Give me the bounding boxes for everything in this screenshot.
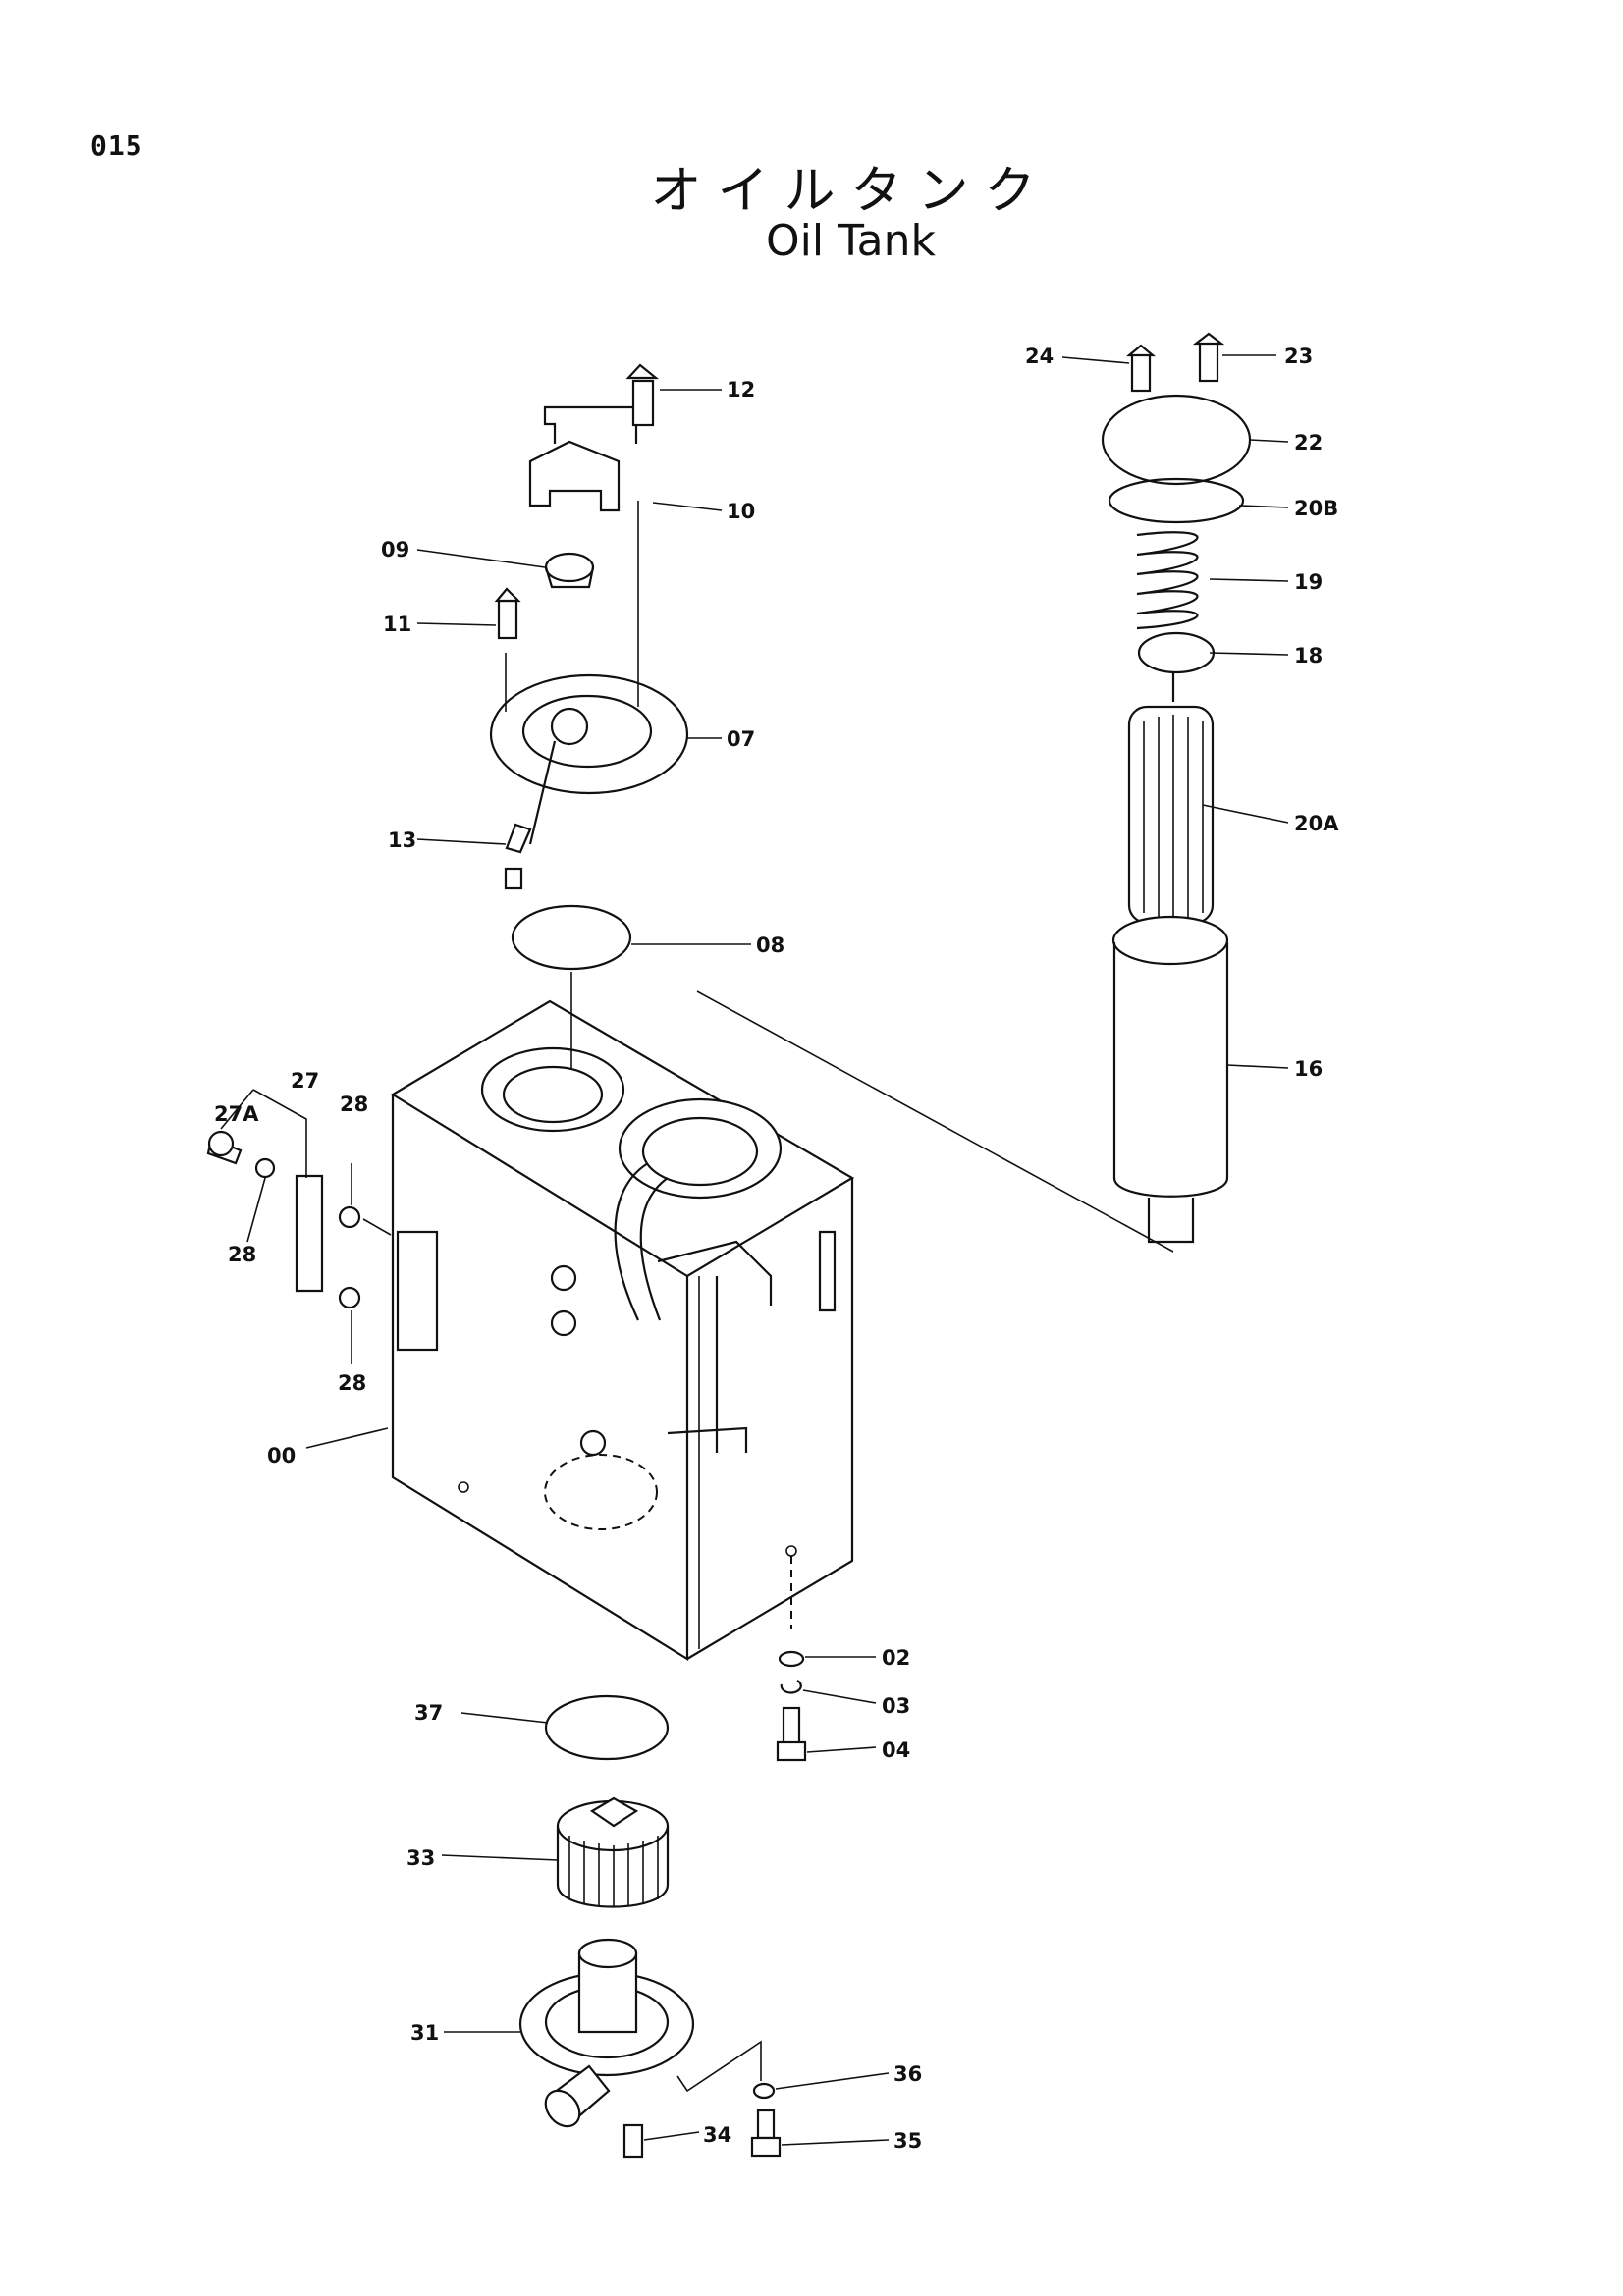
suction-flange — [518, 1938, 782, 2159]
callout-11: 11 — [383, 613, 411, 636]
callout-31: 31 — [410, 2021, 439, 2045]
callout-03: 03 — [882, 1694, 910, 1718]
callout-28-left: 28 — [228, 1243, 256, 1266]
oil-tank-body — [390, 999, 855, 1661]
callout-20b: 20B — [1294, 497, 1338, 520]
callout-27: 27 — [291, 1069, 319, 1093]
callout-08: 08 — [756, 934, 784, 957]
callout-18: 18 — [1294, 644, 1323, 667]
callout-09: 09 — [381, 538, 409, 561]
callout-37: 37 — [414, 1701, 443, 1725]
leader-lines — [220, 354, 1289, 2146]
return-filter-assembly — [696, 332, 1252, 1253]
side-bracket-assembly — [206, 1130, 392, 1309]
callout-13: 13 — [388, 828, 416, 852]
callout-07: 07 — [727, 727, 755, 751]
callout-28-top: 28 — [340, 1093, 368, 1116]
callout-33: 33 — [406, 1846, 435, 1870]
callout-19: 19 — [1294, 570, 1323, 594]
callout-36: 36 — [893, 2062, 922, 2086]
callout-22: 22 — [1294, 431, 1323, 454]
drain-plug-parts — [544, 1650, 807, 1762]
callout-34: 34 — [703, 2123, 731, 2147]
title-english: Oil Tank — [766, 216, 936, 266]
callout-27a: 27A — [214, 1102, 259, 1126]
callout-16: 16 — [1294, 1057, 1323, 1081]
callout-10: 10 — [727, 500, 755, 523]
title-japanese: オイルタンク — [650, 162, 1052, 221]
callout-23: 23 — [1284, 345, 1313, 368]
callout-28-bottom: 28 — [338, 1371, 366, 1395]
callout-labels: 12 10 09 11 07 13 08 24 23 22 20B 19 18 … — [214, 345, 1339, 2153]
callout-04: 04 — [882, 1738, 910, 1762]
cover-assembly — [489, 363, 689, 1070]
callout-20a: 20A — [1294, 812, 1339, 835]
suction-strainer — [556, 1796, 670, 1908]
callout-24: 24 — [1025, 345, 1054, 368]
callout-02: 02 — [882, 1646, 910, 1670]
callout-00: 00 — [267, 1444, 296, 1468]
callout-12: 12 — [727, 378, 755, 401]
page-number: 015 — [90, 130, 143, 162]
callout-35: 35 — [893, 2129, 922, 2153]
